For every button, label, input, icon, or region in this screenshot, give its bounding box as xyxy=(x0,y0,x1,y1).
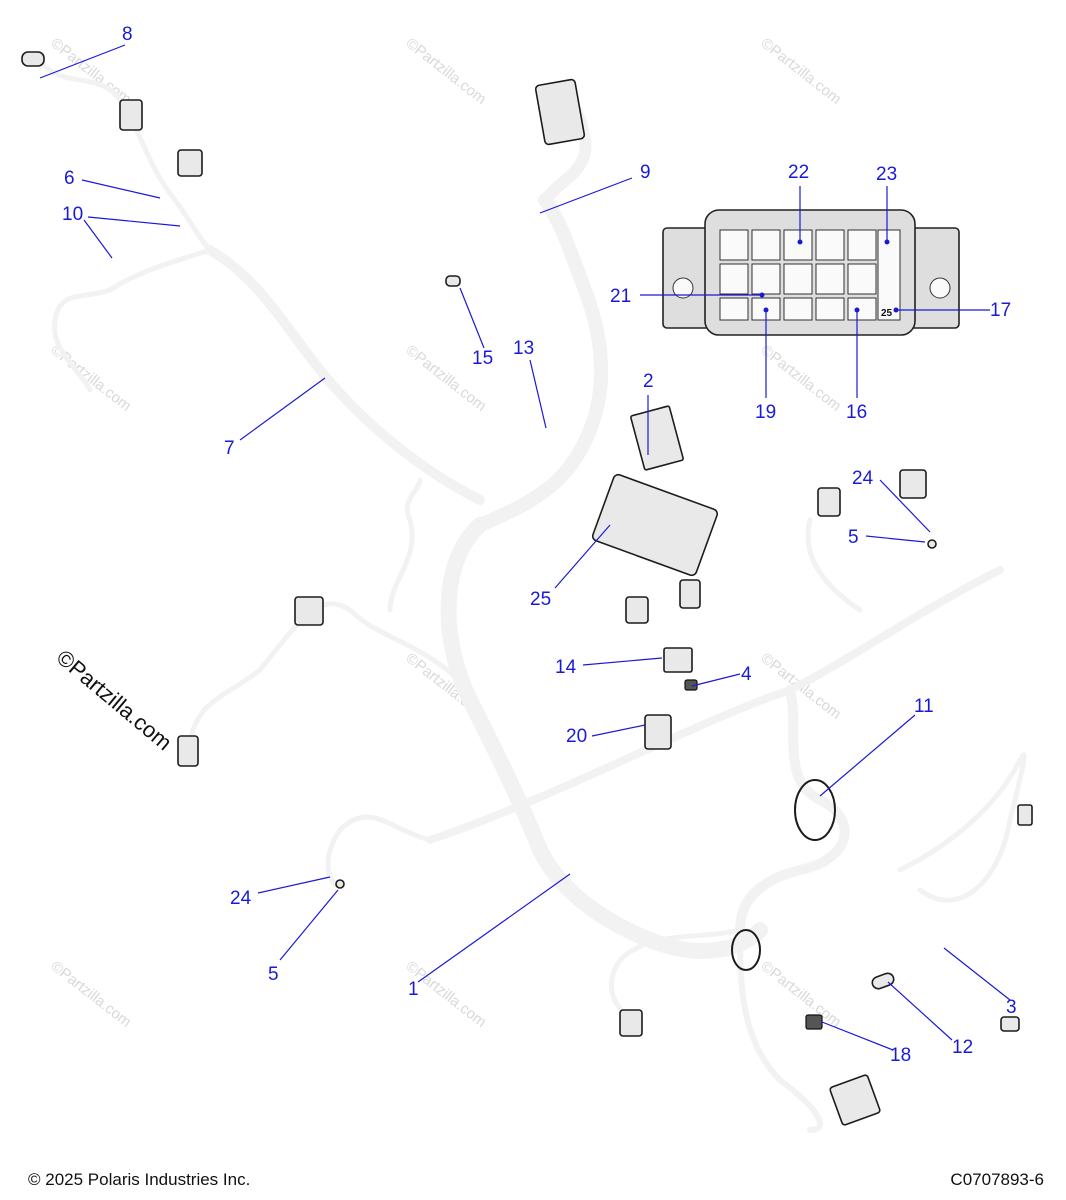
cavity xyxy=(719,229,749,261)
connector xyxy=(899,469,927,499)
connector xyxy=(829,1074,881,1126)
callout-16[interactable]: 16 xyxy=(846,402,867,423)
callout-4[interactable]: 4 xyxy=(741,664,752,685)
cavity xyxy=(815,263,845,295)
fuse-relay-box xyxy=(591,473,719,577)
callout-8[interactable]: 8 xyxy=(122,24,133,45)
watermark: ©Partzilla.com xyxy=(48,35,135,108)
cavity xyxy=(847,263,877,295)
connector xyxy=(805,1014,823,1030)
callout-6[interactable]: 6 xyxy=(64,168,75,189)
connector xyxy=(619,1009,643,1037)
grommet xyxy=(927,539,937,549)
cavity xyxy=(719,263,749,295)
callout-18[interactable]: 18 xyxy=(890,1045,911,1066)
callout-20[interactable]: 20 xyxy=(566,726,587,747)
cavity xyxy=(783,297,813,321)
cavity xyxy=(847,297,877,321)
cavity xyxy=(783,263,813,295)
harness-line-art xyxy=(21,51,1033,1133)
callout-23[interactable]: 23 xyxy=(876,164,897,185)
terminal-cap xyxy=(1000,1016,1020,1032)
cavity xyxy=(847,229,877,261)
callout-3[interactable]: 3 xyxy=(1006,997,1017,1018)
callout-13[interactable]: 13 xyxy=(513,338,534,359)
connector xyxy=(119,99,143,131)
ecm-connector-detail: 25 xyxy=(662,209,960,336)
cavity xyxy=(815,229,845,261)
copyright-notice: © 2025 Polaris Industries Inc. xyxy=(28,1170,251,1189)
callout-2[interactable]: 2 xyxy=(643,371,654,392)
leader-lines xyxy=(39,44,1011,1051)
connector xyxy=(177,735,199,767)
cavity-label: 25 xyxy=(881,308,893,319)
connector xyxy=(534,78,586,146)
grommet xyxy=(335,879,345,889)
watermark: ©Partzilla.com xyxy=(758,35,845,108)
callout-15[interactable]: 15 xyxy=(472,348,493,369)
callout-14[interactable]: 14 xyxy=(555,657,577,678)
callout-1[interactable]: 1 xyxy=(408,979,419,1000)
callout-9[interactable]: 9 xyxy=(640,162,651,183)
callout-22[interactable]: 22 xyxy=(788,162,809,183)
callouts: 8 6 10 7 9 15 13 2 25 24 5 14 4 20 11 24… xyxy=(62,24,1017,1066)
connector xyxy=(679,579,701,609)
relay xyxy=(663,647,693,673)
watermarks: ©Partzilla.com ©Partzilla.com ©Partzilla… xyxy=(48,35,845,1031)
mounting-hole xyxy=(672,277,694,299)
callout-11[interactable]: 11 xyxy=(914,696,934,717)
connector xyxy=(177,149,203,177)
callout-5-upper[interactable]: 5 xyxy=(848,527,859,548)
callout-24-lower[interactable]: 24 xyxy=(230,888,252,909)
connector xyxy=(1017,804,1033,826)
watermark: ©Partzilla.com xyxy=(758,958,845,1031)
cavity xyxy=(877,229,901,321)
callout-25[interactable]: 25 xyxy=(530,589,551,610)
terminal-cap xyxy=(445,275,461,287)
callout-7[interactable]: 7 xyxy=(224,438,235,459)
callout-21[interactable]: 21 xyxy=(610,286,631,307)
terminal-cap xyxy=(21,51,45,67)
boot xyxy=(731,929,761,971)
callout-24-upper[interactable]: 24 xyxy=(852,468,874,489)
cavity xyxy=(783,229,813,261)
right-harness xyxy=(325,517,1027,935)
callout-19[interactable]: 19 xyxy=(755,402,776,423)
watermark: ©Partzilla.com xyxy=(403,35,490,108)
callout-10[interactable]: 10 xyxy=(62,204,83,225)
cavity xyxy=(751,229,781,261)
callout-17[interactable]: 17 xyxy=(990,300,1011,321)
terminal-cap xyxy=(871,972,895,990)
connector xyxy=(625,596,649,624)
left-harness xyxy=(37,57,485,505)
left-branch-harness xyxy=(187,477,473,743)
callout-12[interactable]: 12 xyxy=(952,1037,973,1058)
watermark-large: ©Partzilla.com xyxy=(52,645,177,756)
mounting-hole xyxy=(929,277,951,299)
connector xyxy=(644,714,672,750)
watermark: ©Partzilla.com xyxy=(48,958,135,1031)
cavity xyxy=(719,297,749,321)
callout-5-lower[interactable]: 5 xyxy=(268,964,279,985)
connector xyxy=(294,596,324,626)
connector xyxy=(817,487,841,517)
boot xyxy=(794,779,836,841)
diagram-id: C0707893-6 xyxy=(950,1170,1044,1189)
cavity xyxy=(751,263,781,295)
lower-harness xyxy=(608,927,823,1133)
cavity xyxy=(815,297,845,321)
fuse-card xyxy=(630,405,684,471)
